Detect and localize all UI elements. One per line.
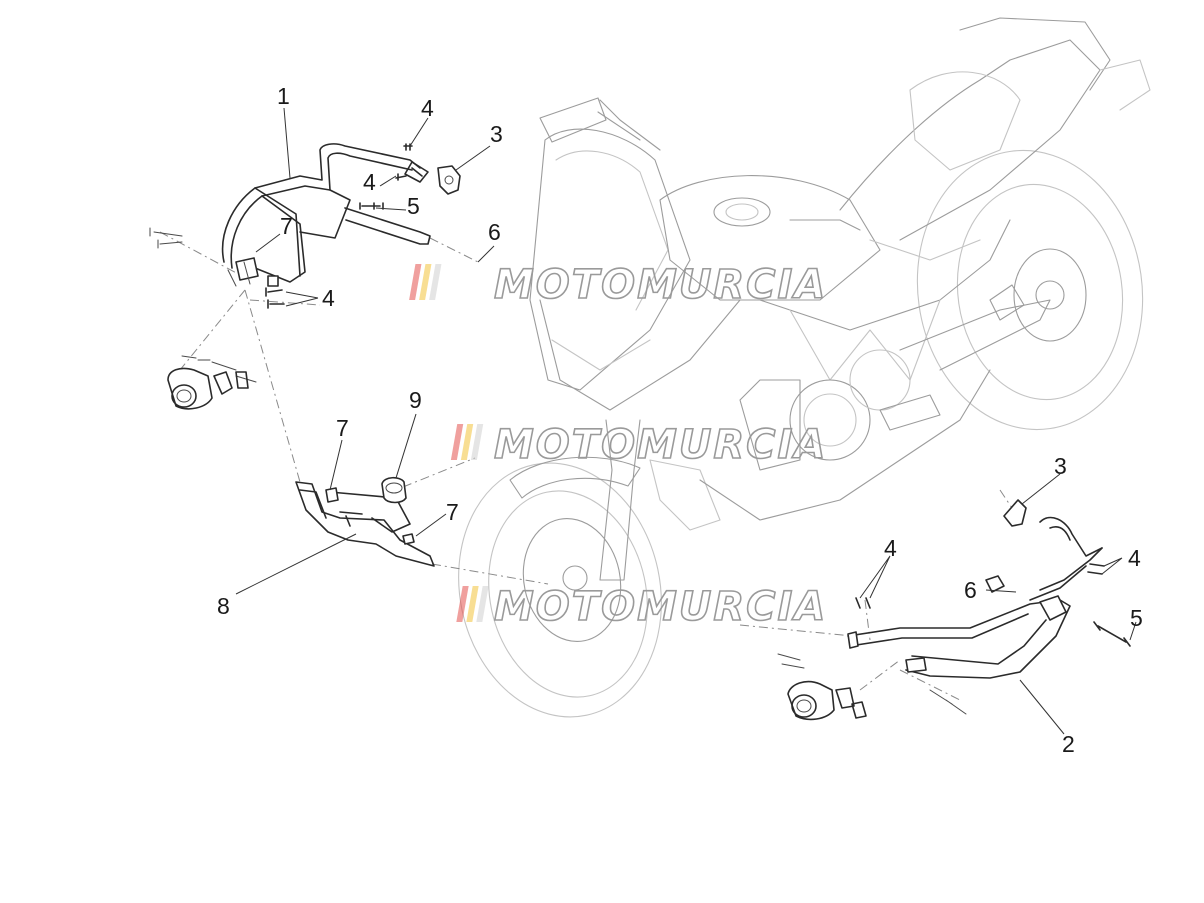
callout-3: 3 [490, 121, 503, 147]
callout-4: 4 [1128, 545, 1141, 571]
callout-8: 8 [217, 593, 230, 619]
watermark-text: MOTOMURCIA [494, 262, 827, 308]
clamp-bracket-top [404, 161, 461, 195]
callout-1: 1 [277, 83, 290, 109]
callout-7: 7 [446, 499, 459, 525]
watermark-bottom: MOTOMURCIA [456, 583, 827, 631]
watermark-top: MOTOMURCIA [409, 261, 827, 309]
callout-7: 7 [280, 213, 293, 239]
frame-slider-right [787, 680, 867, 721]
watermark-motomurcia: MOTOMURCIA MOTOMURCIA MOTOMURCIA [409, 261, 827, 631]
frame-slider-left [167, 367, 249, 410]
bolt-set-left [149, 227, 285, 383]
callout-7: 7 [336, 415, 349, 441]
callout-5: 5 [1130, 605, 1143, 631]
watermark-middle: MOTOMURCIA [450, 421, 827, 469]
watermark-text: MOTOMURCIA [494, 422, 827, 468]
assembly-dash-lines [159, 231, 1021, 701]
callout-2: 2 [1062, 731, 1075, 757]
lower-crash-bar-right [777, 499, 1131, 715]
callout-6: 6 [488, 219, 501, 245]
lower-crash-bar-left [295, 481, 435, 567]
nut-lower-left [402, 533, 415, 545]
callout-4: 4 [884, 535, 897, 561]
callout-4: 4 [363, 169, 376, 195]
upper-crash-bar-left [221, 143, 431, 287]
callout-4: 4 [421, 95, 434, 121]
motorcycle-ghost-outline [458, 17, 1151, 718]
screw-set-top [359, 143, 413, 210]
callout-5: 5 [407, 193, 420, 219]
rubber-bushing [381, 476, 407, 504]
callout-labels: 1 4 3 4 5 7 6 4 9 7 7 8 3 4 4 6 5 2 [217, 83, 1143, 757]
leader-lines [235, 107, 1137, 735]
callout-3: 3 [1054, 453, 1067, 479]
callout-4: 4 [322, 285, 335, 311]
callout-6: 6 [964, 577, 977, 603]
watermark-text: MOTOMURCIA [494, 584, 827, 630]
callout-9: 9 [409, 387, 422, 413]
